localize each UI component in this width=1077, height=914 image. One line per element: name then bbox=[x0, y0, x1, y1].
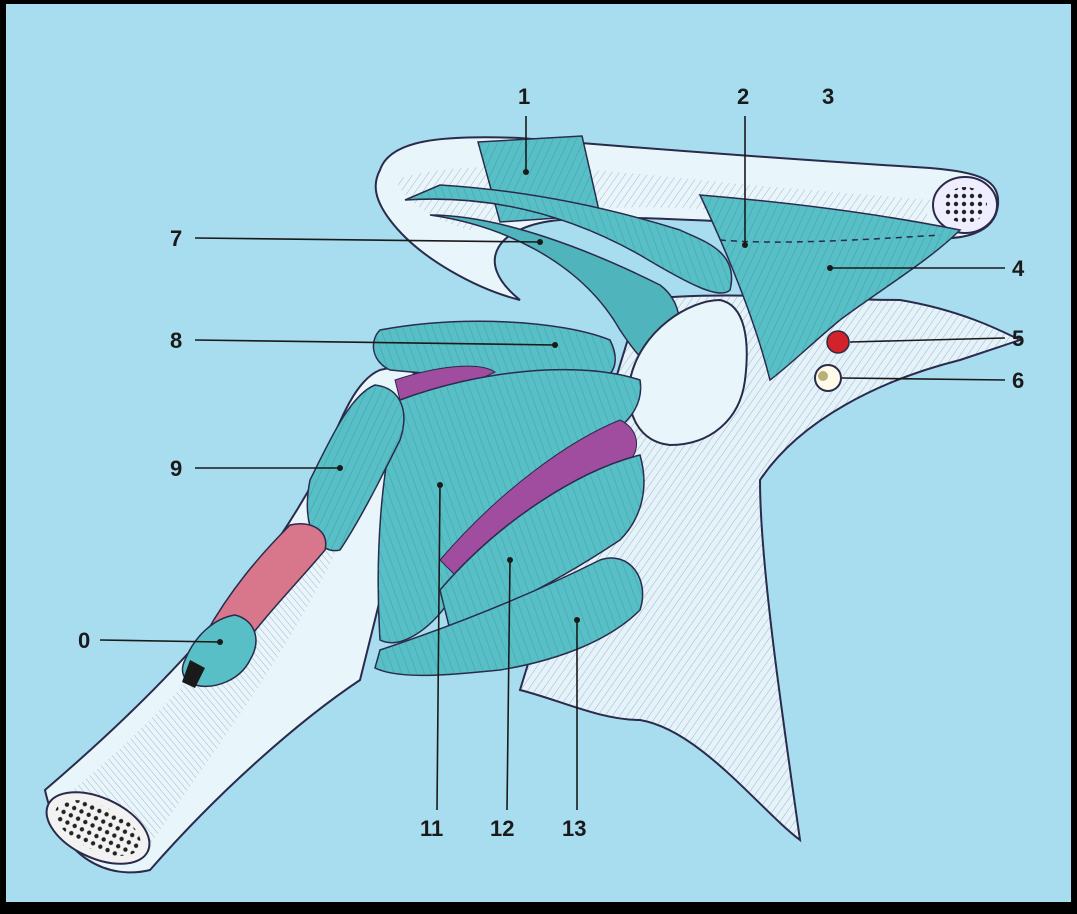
leader-dot-12 bbox=[507, 557, 513, 563]
label-3: 3 bbox=[822, 84, 834, 109]
label-9: 9 bbox=[170, 456, 182, 481]
white-ring-6-core bbox=[818, 371, 828, 381]
label-7: 7 bbox=[170, 226, 182, 251]
leader-dot-7 bbox=[537, 239, 543, 245]
leader-dot-8 bbox=[552, 342, 558, 348]
clavicle-marrow bbox=[943, 187, 987, 223]
label-2: 2 bbox=[737, 84, 749, 109]
leader-dot-1 bbox=[523, 169, 529, 175]
label-8: 8 bbox=[170, 328, 182, 353]
leader-dot-9 bbox=[337, 465, 343, 471]
red-dot-5 bbox=[827, 331, 849, 353]
leader-dot-4 bbox=[827, 265, 833, 271]
leader-dot-0 bbox=[217, 639, 223, 645]
label-11: 11 bbox=[420, 816, 443, 841]
label-1: 1 bbox=[518, 84, 530, 109]
label-5: 5 bbox=[1012, 326, 1024, 351]
leader-dot-11 bbox=[437, 482, 443, 488]
leader-dot-2 bbox=[742, 242, 748, 248]
leader-dot-13 bbox=[574, 617, 580, 623]
label-0: 0 bbox=[78, 628, 90, 653]
label-13: 13 bbox=[562, 816, 586, 841]
label-6: 6 bbox=[1012, 368, 1024, 393]
label-4: 4 bbox=[1012, 256, 1025, 281]
label-12: 12 bbox=[490, 816, 514, 841]
